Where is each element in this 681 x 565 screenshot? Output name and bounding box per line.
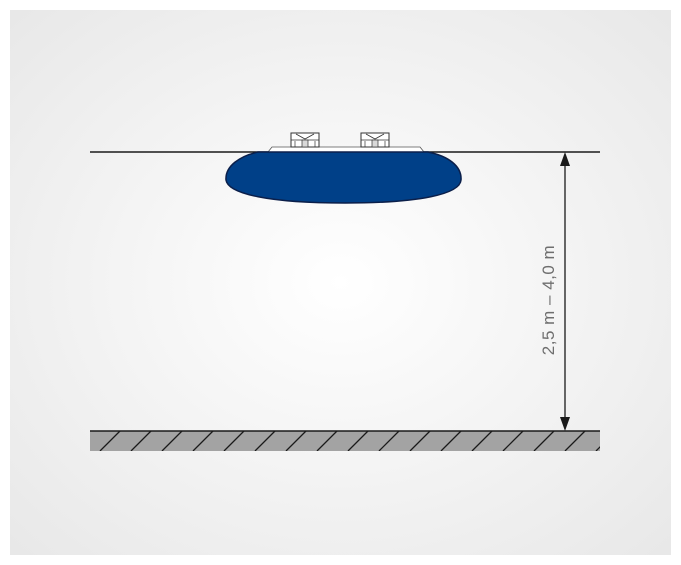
- floor-surface: [90, 431, 600, 451]
- arrow-up-icon: [560, 152, 570, 166]
- floor-hatch-line: [533, 431, 555, 451]
- floor-hatch-line: [316, 431, 338, 451]
- mounting-height-label: 2,5 m – 4,0 m: [539, 245, 558, 355]
- floor-hatch-line: [223, 431, 245, 451]
- mounting-bracket-left-icon: [290, 132, 320, 148]
- floor-hatch-line: [564, 431, 586, 451]
- floor-hatch-line: [595, 446, 600, 451]
- floor-hatch-line: [409, 431, 431, 451]
- ceiling-device: [225, 132, 462, 204]
- floor-hatching: [99, 431, 600, 451]
- floor-hatch-line: [192, 431, 214, 451]
- floor: [90, 430, 600, 451]
- floor-hatch-line: [99, 431, 121, 451]
- background-panel: [10, 10, 671, 555]
- floor-hatch-line: [130, 431, 152, 451]
- height-dimension: [560, 152, 570, 431]
- floor-hatch-line: [440, 431, 462, 451]
- floor-hatch-line: [161, 431, 183, 451]
- mounting-bracket-right-icon: [360, 132, 390, 148]
- device-body: [225, 151, 462, 204]
- floor-hatch-line: [471, 431, 493, 451]
- floor-hatch-line: [502, 431, 524, 451]
- floor-hatch-line: [254, 431, 276, 451]
- floor-hatch-line: [378, 431, 400, 451]
- floor-hatch-line: [285, 431, 307, 451]
- arrow-down-icon: [560, 417, 570, 431]
- floor-hatch-line: [347, 431, 369, 451]
